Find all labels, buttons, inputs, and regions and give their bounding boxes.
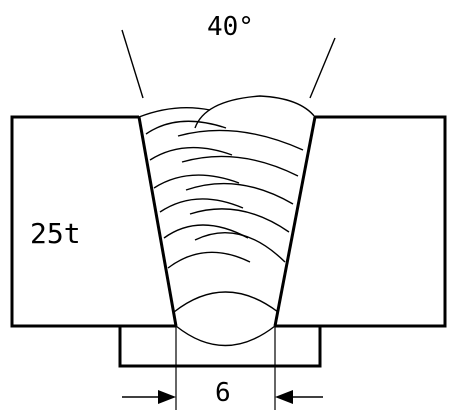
- right-plate: [275, 115, 447, 328]
- weld-bead-fill-left: [149, 146, 233, 161]
- weld-bead-layer: [173, 291, 279, 313]
- groove-angle-label: 40°: [207, 12, 254, 42]
- angle-line-left: [121, 29, 144, 99]
- weld-beads: [138, 95, 316, 347]
- weld-bead-fill-left: [163, 224, 249, 239]
- root-gap-label: 6: [215, 378, 231, 408]
- groove-face-left: [137, 116, 178, 327]
- angle-line-right: [309, 37, 336, 99]
- weld-bead-fill-right: [177, 129, 304, 151]
- weld-bead-root: [175, 325, 276, 347]
- weld-bead-fill-left: [153, 174, 240, 189]
- weld-bead-cap-left: [138, 106, 211, 118]
- weld-bead-fill-right: [181, 155, 299, 177]
- weld-bead-fill-left: [167, 251, 251, 269]
- weld-bead-fill-left: [159, 198, 244, 213]
- weld-bead-fill-left: [145, 120, 227, 135]
- weld-bead-fill-right: [185, 182, 294, 205]
- backing-strip: [118, 326, 322, 368]
- left-plate: [10, 115, 176, 328]
- weld-bead-cap-right: [194, 95, 316, 129]
- plate-thickness-label: 25t: [30, 217, 81, 250]
- groove-face-right: [273, 116, 317, 327]
- gap-arrowhead-left: [158, 390, 176, 404]
- gap-arrowhead-right: [275, 390, 293, 404]
- weld-bead-fill-right: [189, 208, 290, 233]
